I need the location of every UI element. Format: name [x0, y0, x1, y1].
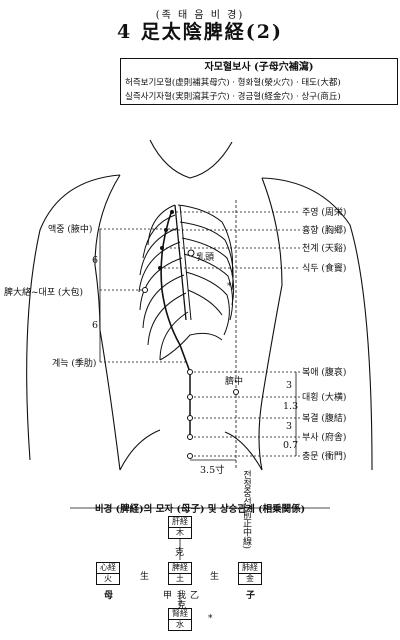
relation-lines [70, 507, 330, 605]
left-arm-outline [261, 177, 373, 471]
cell-heart-meridian: 心経 [97, 563, 119, 574]
label-a: 甲 [163, 591, 173, 601]
box-line-1: 허즉보기모혈(虚則補其母穴) · 형화혈(滎火穴) · 태도(大都) [125, 78, 341, 88]
label-ja: 子 [246, 591, 256, 601]
acupoints [142, 210, 239, 459]
label-fuai: 복애 (腹哀) [302, 368, 347, 378]
label-tianxi: 천계 (天谿) [302, 244, 347, 254]
label-shidou: 식두 (食竇) [302, 264, 347, 274]
label-b-text: 克 [177, 601, 187, 611]
left-armpit-outline [261, 177, 283, 286]
label-chongmen: 충문 (衝門) [302, 452, 347, 462]
left-hip [224, 431, 263, 471]
right-hip [119, 429, 161, 471]
label-a-text: 我 [177, 591, 187, 601]
cell-lung-meridian: 肺経 [239, 563, 261, 574]
label-navel: 臍中 [225, 377, 244, 387]
label-daheng: 대횡 (大横) [302, 393, 347, 403]
star-mark: * [227, 282, 232, 292]
relation-title: 비경 (脾経)의 모자 (母子) 및 상승관계 (相乗関係) [94, 504, 306, 515]
right-armpit-outline [94, 174, 121, 331]
cell-spleen: 脾経 土 [168, 562, 192, 585]
measure-6-top: 6 [92, 255, 99, 266]
box-heading: 자모혈보사 (子母穴補瀉) [204, 62, 314, 73]
measure-3a: 3 [286, 380, 293, 391]
measure-3-5: 3.5寸 [200, 465, 225, 476]
leader-lines [100, 211, 300, 457]
label-midline: 전정중선(前正中線) [241, 470, 251, 550]
cell-lung-element: 金 [246, 574, 254, 583]
rib-cage [138, 204, 235, 373]
cell-lung: 肺経 金 [238, 562, 262, 585]
page-title: 4 足太陰脾経(2) [116, 21, 284, 43]
label-b: 乙 [190, 591, 200, 601]
torso-right-side [99, 329, 121, 471]
label-fujie: 복결 (腹結) [302, 414, 347, 424]
cell-kidney-meridian: 腎経 [169, 609, 191, 620]
cell-kidney-element: 水 [176, 620, 184, 629]
label-zhourong: 주영 (周栄) [302, 208, 347, 218]
right-arm-outline [26, 174, 121, 461]
saeng-left: 生 [140, 572, 150, 582]
cell-liver-element: 木 [176, 528, 184, 537]
subtitle: (족 태 음 비 경) [155, 10, 245, 21]
cell-heart: 心経 火 [96, 562, 120, 585]
cell-heart-element: 火 [104, 574, 112, 583]
neck-outline [149, 139, 233, 179]
measure-3b: 3 [286, 421, 293, 432]
measure-0-7: 0.7 [283, 440, 299, 451]
cell-liver: 肝経 木 [168, 516, 192, 539]
saeng-right: 生 [210, 572, 220, 582]
torso-left-side [258, 284, 283, 471]
label-fushe: 부사 (府舎) [302, 433, 347, 443]
cell-spleen-meridian: 脾経 [169, 563, 191, 574]
kuk-label: 克 [175, 548, 185, 558]
box-line-2: 실즉사기자혈(実則瀉其子穴) · 경금혈(経金穴) · 상구(商丘) [125, 92, 341, 102]
jamo-box: 자모혈보사 (子母穴補瀉) 허즉보기모혈(虚則補其母穴) · 형화혈(滎火穴) … [120, 58, 398, 105]
cell-kidney: 腎経 水 [168, 608, 192, 631]
label-dabao: 脾大絡~대포 (大包) [4, 288, 83, 298]
label-yezhong: 액중 (腋中) [48, 225, 93, 235]
measure-1-3: 1.3 [283, 401, 299, 412]
cell-spleen-element: 土 [176, 574, 184, 583]
label-jilei: 계늑 (季肋) [52, 359, 97, 369]
cell-liver-meridian: 肝経 [169, 517, 191, 528]
label-nipple: 乳頭 [196, 253, 215, 263]
label-mo: 母 [104, 591, 114, 601]
measure-6-bottom: 6 [92, 320, 99, 331]
bottom-star: * [208, 614, 213, 624]
label-xiongxiang: 흉향 (胸郷) [302, 226, 347, 236]
